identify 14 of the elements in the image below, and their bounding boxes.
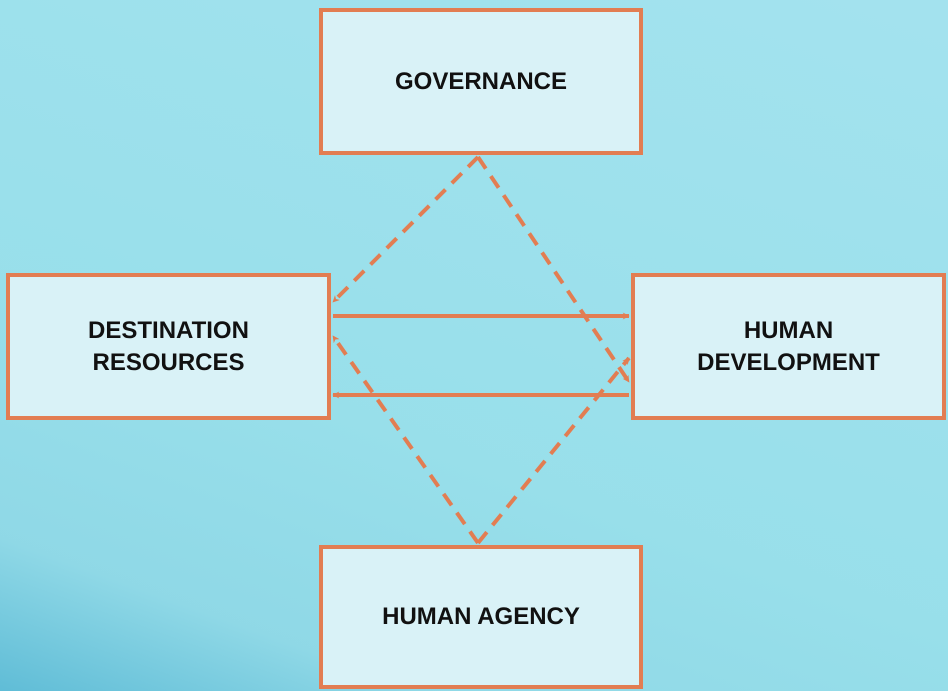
arrow bbox=[331, 334, 480, 544]
arrow bbox=[476, 156, 631, 384]
box-label: DESTINATION RESOURCES bbox=[87, 316, 250, 378]
arrow bbox=[333, 312, 630, 320]
box-label: HUMAN AGENCY bbox=[382, 602, 580, 632]
arrow bbox=[332, 156, 480, 304]
box-label: HUMAN DEVELOPMENT bbox=[696, 316, 881, 378]
box-label: GOVERNANCE bbox=[394, 66, 568, 96]
arrow bbox=[332, 392, 629, 398]
arrow bbox=[476, 356, 631, 544]
concept-box bbox=[319, 8, 643, 155]
concept-box bbox=[631, 273, 946, 420]
concept-box bbox=[319, 545, 643, 689]
concept-box bbox=[6, 273, 331, 420]
